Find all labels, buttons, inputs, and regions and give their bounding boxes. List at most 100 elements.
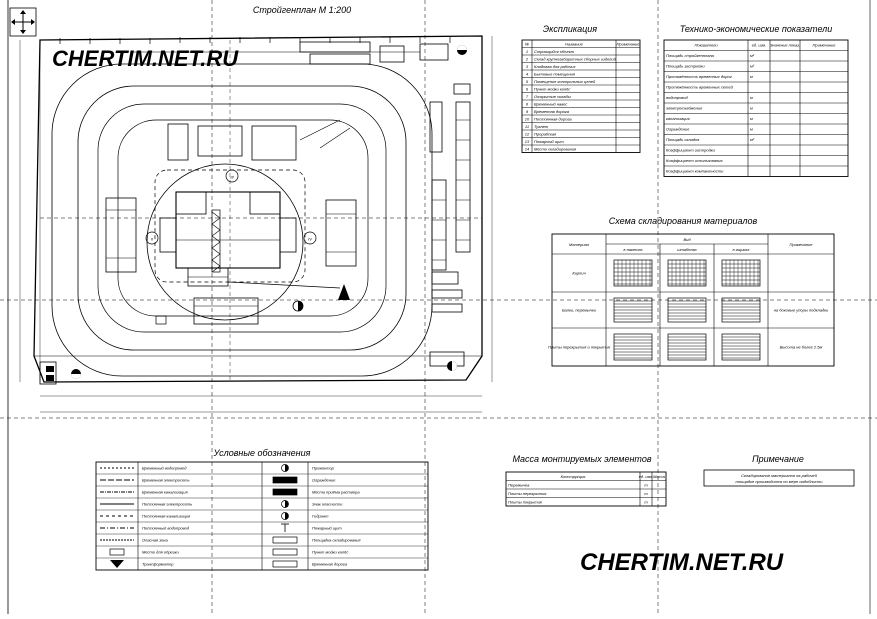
legend-item: Временная дорога	[272, 560, 348, 568]
row-number: 12	[525, 132, 530, 137]
table-header: Примечание	[616, 42, 640, 47]
legend-label: Пожарный щит	[312, 526, 342, 531]
cutting-place-icon	[109, 548, 125, 556]
storage-sketch	[613, 259, 653, 287]
legend-label: Постоянная электросеть	[142, 502, 192, 507]
legend-item: Место для обрезки	[109, 548, 179, 556]
element-unit: т	[644, 491, 648, 496]
storage-sketch	[667, 333, 707, 361]
tep-cell: м	[750, 127, 753, 132]
legend-label: Временная канализация	[142, 490, 188, 495]
row-number: 6	[526, 87, 529, 92]
material-name: Кирпич	[572, 271, 585, 276]
table-header: №	[525, 42, 530, 47]
legend-label: Прожектор	[312, 466, 335, 471]
legend-item: Места приёма раствора	[272, 488, 360, 496]
row-number: 13	[525, 139, 530, 144]
row-name: Место складирования	[534, 147, 577, 152]
legend-item: Ограждение	[272, 476, 336, 484]
tep-cell: м	[750, 116, 753, 121]
storage-sketch	[721, 259, 761, 287]
tep-cell: электроснабжение	[666, 106, 703, 111]
hydrant-icon	[292, 300, 304, 312]
tep-cell: Ограждение	[666, 127, 690, 132]
move-handle[interactable]	[9, 7, 37, 37]
table-header: в пакетах	[623, 247, 643, 252]
tep-cell: Коэффициент застройки	[666, 148, 716, 153]
table-header: ед. изм.	[639, 474, 654, 479]
floodlight-icon	[71, 369, 81, 379]
tep-cell: водопровод	[666, 95, 689, 100]
table-header: Конструкция	[561, 474, 587, 479]
legend-item: Постоянная канализация	[100, 514, 191, 519]
tower-crane	[187, 209, 341, 289]
legend-label: Места приёма раствора	[312, 490, 360, 495]
legend-label: Гидрант	[312, 514, 329, 519]
legend-item: Постоянный водопровод	[100, 526, 190, 531]
legend-item: Площадка складирования	[272, 536, 361, 544]
row-number: 10	[525, 117, 530, 122]
legend-table: Условные обозначения Временный водопрово…	[95, 448, 429, 571]
tep-table: Технико-экономические показатели Показат…	[663, 24, 849, 177]
table-header: штабелях	[677, 247, 698, 252]
wheel-wash-icon	[272, 548, 298, 556]
note-text-2: площадке производится по мере надобности	[736, 479, 824, 484]
row-name: Постоянная дорога	[534, 117, 572, 122]
svg-text:II: II	[151, 237, 154, 242]
table-header: ед. изм.	[752, 43, 767, 48]
watermark-top: CHERTIM.NET.RU	[52, 46, 239, 71]
legend-item: Пункт мойки колёс	[272, 548, 348, 556]
zone-marker-iii: III	[225, 169, 239, 183]
tep-cell: Протяжённость временных сетей	[666, 85, 734, 90]
legend-label: Трансформатор	[142, 562, 174, 567]
fire-board-icon	[46, 366, 54, 381]
fire-board-icon	[281, 523, 289, 532]
table-row: Ограждение м	[666, 127, 753, 132]
tep-cell: Площадь застройки	[666, 64, 705, 69]
row-number: 1	[526, 49, 528, 54]
material-note: Высота не более 2.5м	[780, 345, 823, 350]
tep-cell: Протяжённость временных дорог	[666, 74, 732, 79]
row-name: Помещение контрольных цепей	[534, 79, 596, 84]
table-header: Вид	[683, 237, 691, 242]
row-name: Кладовая для рабочих	[534, 64, 577, 69]
table-row: Коэффициент компактности	[666, 169, 724, 174]
tep-cell: Площадь складов	[666, 137, 699, 142]
row-number: 2	[525, 57, 529, 62]
storage-sketch	[613, 333, 653, 361]
zone-marker-iv: IV	[303, 231, 317, 245]
element-name: Плиты покрытия	[508, 500, 543, 505]
legend-item: Прожектор	[281, 464, 335, 472]
table-header: Название	[565, 42, 584, 47]
legend-item: Временная канализация	[100, 490, 188, 495]
legend-label: Опасная зона	[142, 538, 168, 543]
row-number: 9	[526, 109, 529, 114]
legend-item: Временный водопровод	[100, 466, 187, 471]
storage-sketch	[613, 297, 653, 323]
legend-label: Знак опасности	[312, 502, 343, 507]
mass-table: Масса монтируемых элементов Конструкция е…	[505, 454, 667, 507]
legend-item: Опасная зона	[100, 538, 168, 543]
storage-sketch	[721, 333, 761, 361]
table-header: в ящиках	[732, 247, 750, 252]
transformer-icon	[110, 560, 124, 568]
mass-title: Масса монтируемых элементов	[512, 454, 651, 464]
row-name: Временный навес	[534, 102, 567, 107]
